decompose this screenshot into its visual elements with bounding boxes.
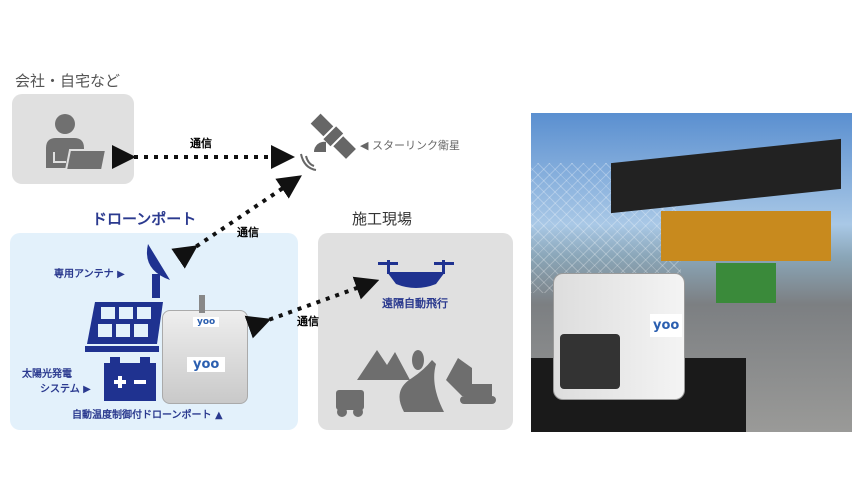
link-label-port-drone: 通信 [297,315,319,328]
drone-label: 遠隔自動飛行 [382,297,448,310]
droneport-label: 自動温度制御付ドローンポート ▲ [72,410,223,421]
battery-icon [104,357,156,401]
office-title: 会社・自宅など [15,72,121,90]
droneport-photo: yoo [531,113,852,432]
orange-board [661,211,831,261]
device-logo-top: yoo [193,317,220,327]
construction-site-icon [336,350,496,417]
satellite-label: ◀ スターリンク衛星 [360,139,460,152]
droneport-title: ドローンポート [92,210,197,228]
device-photo: yoo [553,273,685,400]
device-logo-front: yoo [187,357,226,372]
droneport-device: yoo yoo [162,295,248,404]
site-title: 施工現場 [352,210,413,228]
photo-device-logo: yoo [650,314,683,337]
drone-icon [378,260,454,288]
person-laptop-icon [46,114,108,171]
antenna-icon [146,244,170,298]
solar-label-1: 太陽光発電 [22,369,72,380]
antenna-label: 専用アンテナ ▶ [54,269,125,280]
satellite-icon [300,113,356,171]
green-crate [716,263,776,303]
solar-panel-icon [85,302,163,352]
solar-label-2: システム ▶ [40,384,91,395]
link-label-office-satellite: 通信 [190,137,212,150]
link-label-satellite-port: 通信 [237,226,259,239]
